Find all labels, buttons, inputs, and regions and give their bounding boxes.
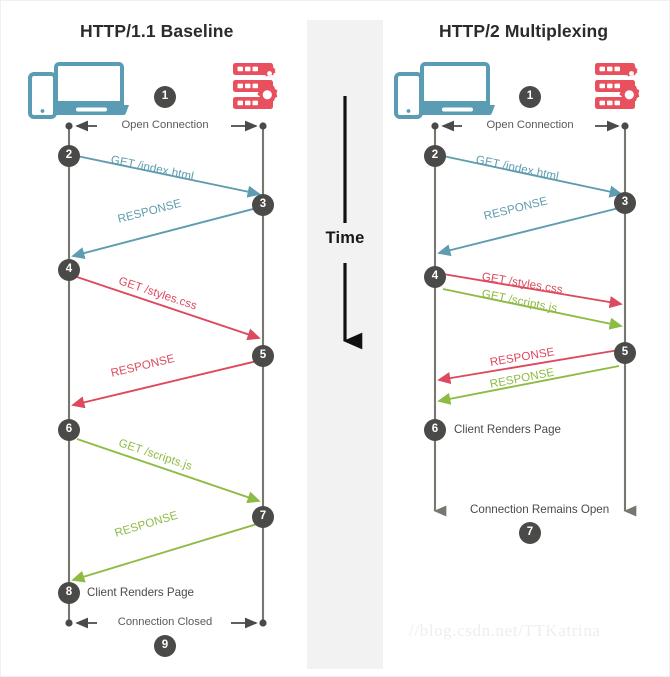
client-renders-page-label-http2: Client Renders Page <box>454 423 561 436</box>
badge-2-http2: 2 <box>424 145 446 167</box>
badge-5-http11: 5 <box>252 345 274 367</box>
open-connection-label-http11: Open Connection <box>121 119 209 131</box>
badge-6-http11: 6 <box>58 419 80 441</box>
msg-arrow-response3-http11 <box>71 523 258 583</box>
msg-arrow-get-index-http11 <box>76 155 261 198</box>
connection-remains-open-label-http2: Connection Remains Open <box>470 503 610 516</box>
badge-3-http2: 3 <box>614 192 636 214</box>
msg-arrow-get-styles-http2 <box>442 273 623 309</box>
msg-arrow-response2-http2 <box>437 349 620 385</box>
msg-arrow-get-scripts-http11 <box>76 438 261 504</box>
connection-closed-label-http11: Connection Closed <box>117 616 213 628</box>
open-connection-label-http2: Open Connection <box>486 119 574 131</box>
msg-arrow-response1-http11 <box>71 207 258 260</box>
client-renders-page-label-http11: Client Renders Page <box>87 586 194 599</box>
client-device-icon-http11 <box>28 62 129 119</box>
time-axis-label: Time <box>325 229 365 247</box>
badge-5-http2: 5 <box>614 342 636 364</box>
msg-arrow-get-styles-http11 <box>76 276 261 341</box>
badge-8-http11: 8 <box>58 582 80 604</box>
panel-title-http2: HTTP/2 Multiplexing <box>439 21 609 41</box>
badge-3-http11: 3 <box>252 194 274 216</box>
badge-4-http2: 4 <box>424 266 446 288</box>
server-icon-http11 <box>233 63 278 109</box>
badge-9-http11: 9 <box>154 635 176 657</box>
panel-title-http11: HTTP/1.1 Baseline <box>80 21 234 41</box>
msg-arrow-get-index-http2 <box>442 155 623 198</box>
msg-arrow-response1-http2 <box>437 207 620 257</box>
badge-6-http2: 6 <box>424 419 446 441</box>
watermark-text: //blog.csdn.net/TTKatrina <box>409 621 601 640</box>
badge-7-http11: 7 <box>252 506 274 528</box>
msg-arrow-get-scripts-http2 <box>442 288 623 330</box>
badge-4-http11: 4 <box>58 259 80 281</box>
server-icon-http2 <box>595 63 640 109</box>
panel-http2-lifelines <box>431 122 637 517</box>
msg-arrow-response3-http2 <box>437 365 620 405</box>
badge-1-http2: 1 <box>519 86 541 108</box>
badge-1-http11: 1 <box>154 86 176 108</box>
client-device-icon-http2 <box>394 62 495 119</box>
badge-2-http11: 2 <box>58 145 80 167</box>
msg-arrow-response2-http11 <box>71 360 258 409</box>
badge-7-http2: 7 <box>519 522 541 544</box>
